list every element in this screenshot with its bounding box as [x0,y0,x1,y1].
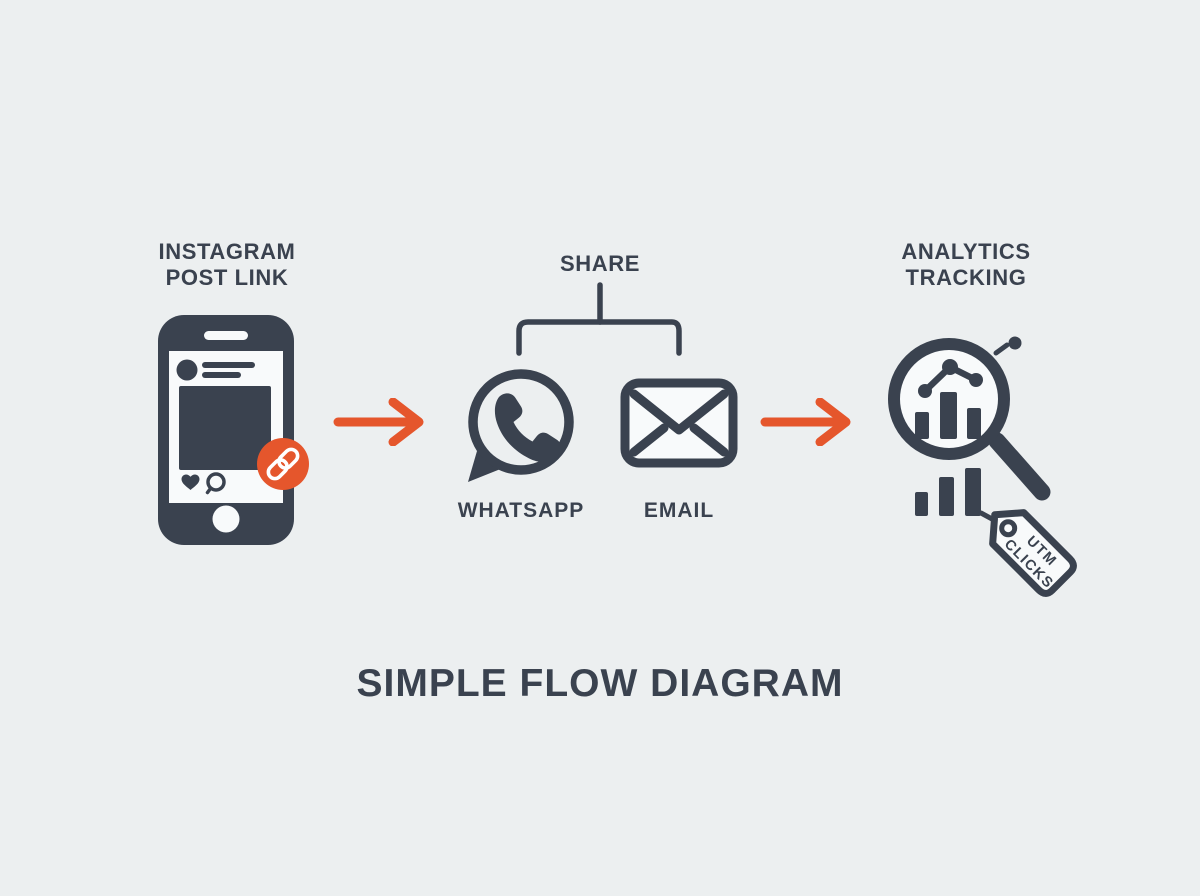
magnifier-analytics-icon: UTM CLICKS [888,336,1077,597]
flow-arrow-icon [333,398,424,446]
link-badge-icon [257,438,309,490]
post-avatar [176,359,198,381]
share-node-title: SHARE [559,251,640,276]
instagram-node-title: INSTAGRAM POST LINK [158,239,296,290]
sparkle-dot [993,336,1022,356]
magnifier-handle [988,432,1051,501]
instagram-post-phone-icon [158,315,309,545]
email-label: EMAIL [643,499,715,522]
diagram-caption: SIMPLE FLOW DIAGRAM [356,662,844,705]
whatsapp-label: WHATSAPP [457,499,585,522]
heart-icon [181,474,200,490]
share-branch-connector [516,282,682,356]
tag-hole [999,519,1018,538]
whatsapp-handset [494,393,562,462]
email-envelope-icon [620,378,738,468]
lens-line-graph [918,359,983,398]
whatsapp-icon [468,369,574,482]
whatsapp-bubble-tail [468,451,503,482]
utm-price-tag-icon: UTM CLICKS [989,509,1077,597]
post-image [179,386,271,470]
comment-icon [205,472,226,495]
small-bar-chart [915,468,981,516]
analytics-node-title: ANALYTICS TRACKING [901,239,1031,290]
lens-bar-chart [915,392,981,439]
phone-speaker [204,331,248,340]
flow-arrow-icon [760,398,851,446]
phone-home-button [212,505,240,533]
